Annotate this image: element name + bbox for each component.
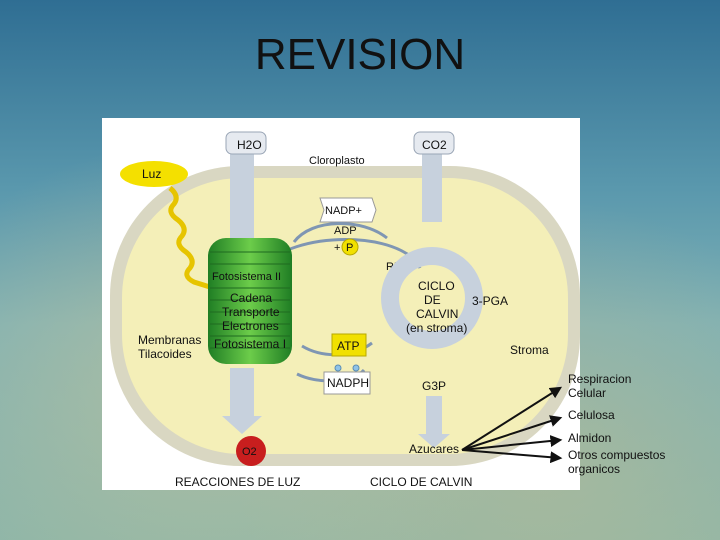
nadph-dot-right [352, 364, 360, 372]
h2o-label: H2O [237, 138, 262, 152]
azucares-label: Azucares [409, 442, 459, 456]
ciclo-label-2: DE [424, 293, 441, 307]
luz-label: Luz [142, 167, 161, 181]
adp-label: ADP [334, 225, 357, 237]
nadph-label: NADPH [327, 376, 369, 390]
g3p-label: G3P [422, 379, 446, 393]
otros-label: Otros compuestos organicos [568, 448, 666, 476]
nadp-label: NADP+ [325, 205, 362, 217]
pga-label: 3-PGA [472, 294, 508, 308]
cadena-label-1: Cadena [230, 291, 272, 305]
plus-label: + [334, 242, 340, 254]
ciclo-label-1: CICLO [418, 279, 455, 293]
o2-arrow-head [222, 416, 262, 434]
g3p-arrow-head [418, 434, 450, 448]
luz-ellipse [120, 161, 188, 187]
membranas-label-2: Tilacoides [138, 347, 192, 361]
stroma-label: Stroma [510, 343, 549, 357]
co2-label: CO2 [422, 138, 447, 152]
nadph-dot-left [334, 364, 342, 372]
ciclo-label-4: (en stroma) [406, 321, 467, 335]
diagram-panel: H2O CO2 Cloroplasto Luz NADP+ ADP + P RU… [102, 118, 580, 490]
g3p-arrow [426, 396, 442, 436]
reacciones-luz-label: REACCIONES DE LUZ [175, 475, 300, 489]
ciclo-label-3: CALVIN [416, 307, 458, 321]
photosynthesis-diagram: H2O CO2 Cloroplasto Luz NADP+ ADP + P RU… [110, 131, 580, 489]
nadp-box [319, 197, 377, 223]
nadph-box [323, 371, 371, 395]
cloroplasto-label: Cloroplasto [309, 155, 365, 167]
atp-box [331, 333, 367, 357]
thylakoid-stack [208, 238, 292, 364]
atp-label: ATP [337, 339, 359, 353]
nadp-cycle-arrow [292, 222, 388, 243]
phosphate-circle [341, 238, 359, 256]
slide-title: REVISION [254, 30, 466, 79]
co2-box [413, 131, 455, 155]
calvin-ring [381, 247, 483, 349]
o2-label: O2 [242, 446, 257, 458]
fotosistema-i-label: Fotosistema I [214, 337, 286, 351]
h2o-box [225, 131, 267, 155]
almidon-label: Almidon [568, 431, 612, 445]
membranas-label-1: Membranas [138, 333, 201, 347]
o2-circle [236, 436, 266, 466]
fotosistema-ii-label: Fotosistema II [212, 271, 281, 283]
p-label: P [346, 242, 353, 254]
light-wave [168, 186, 227, 295]
o2-arrow [230, 368, 254, 418]
thylakoid-disc-lines [210, 251, 290, 349]
cadena-label-3: Electrones [222, 319, 279, 333]
ciclo-calvin-label: CICLO DE CALVIN [370, 475, 472, 489]
celulosa-label: Celulosa [568, 408, 615, 422]
cadena-label-2: Transporte [222, 305, 280, 319]
respiracion-label: Respiracion Celular [568, 372, 632, 400]
